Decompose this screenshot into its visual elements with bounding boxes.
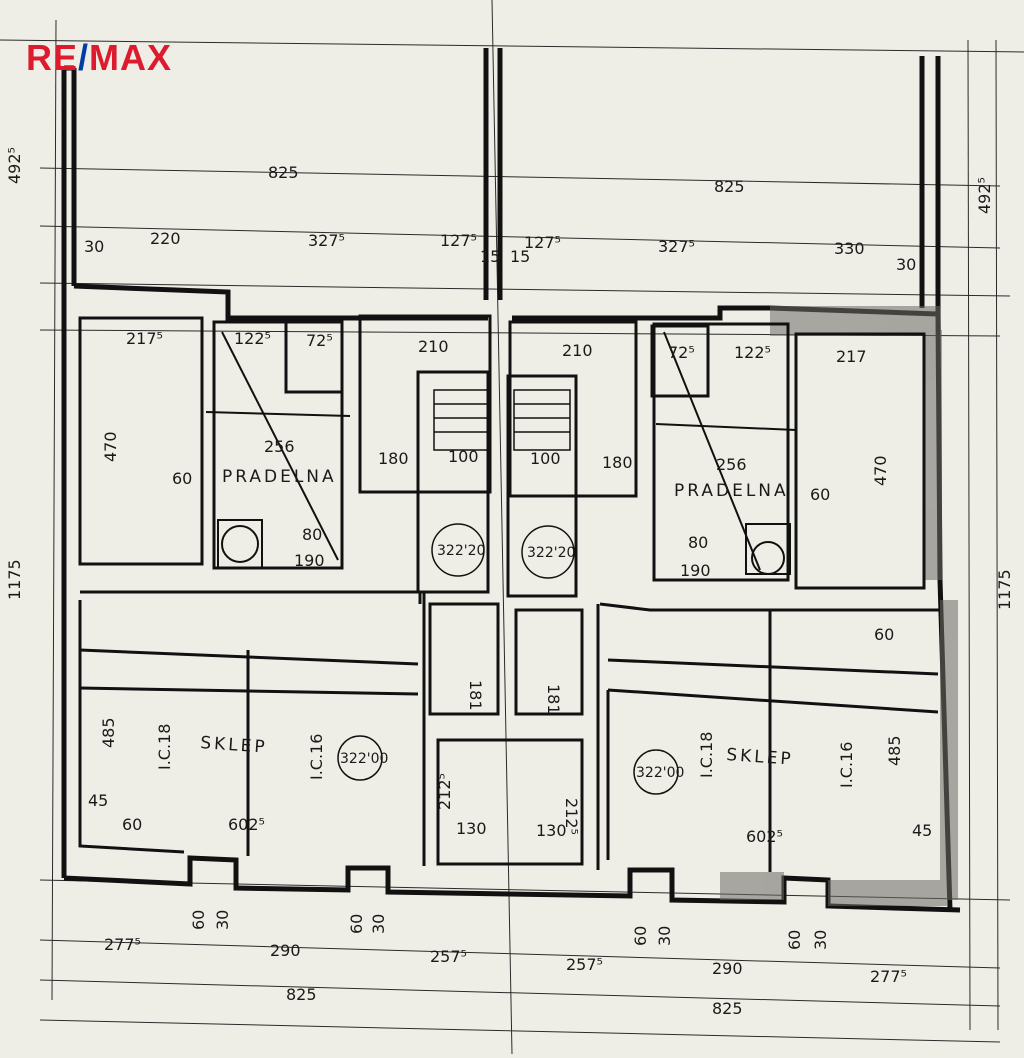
marking-ic: I.C.16 (307, 734, 326, 780)
dimension-label: 825 (286, 985, 317, 1004)
dimension-label: 72⁵ (306, 331, 333, 350)
stairs (433, 389, 571, 451)
dimension-label: 602⁵ (746, 827, 783, 846)
dimension-label: 470 (101, 431, 120, 462)
dimension-label: 15 (480, 247, 500, 266)
dimension-label: 825 (714, 177, 745, 196)
dimension-label: 485 (99, 717, 118, 748)
dimension-label: 220 (150, 229, 181, 248)
dimension-label: 256 (264, 437, 295, 456)
dimension-label: 122⁵ (234, 329, 271, 348)
dimension-label: 210 (418, 337, 449, 356)
dimension-label: 130 (536, 821, 567, 840)
level-markers (337, 523, 679, 795)
dimension-label: 60 (189, 910, 208, 930)
dimension-label: 45 (88, 791, 108, 810)
dimension-label: 330 (834, 239, 865, 258)
level-label: 322'20 (437, 543, 485, 559)
dimension-label: 30 (84, 237, 104, 256)
room-label-laundry-right: PRADELNA (674, 481, 789, 501)
dimension-label: 60 (347, 914, 366, 934)
room-label-cellar-left: SKLEP (200, 733, 269, 758)
level-label: 322'00 (340, 751, 388, 767)
dimension-label: 181 (466, 680, 485, 711)
dimension-label: 190 (294, 551, 325, 570)
dimension-label: 127⁵ (524, 233, 561, 252)
dimension-label: 30 (213, 910, 232, 930)
marking-ic: I.C.18 (697, 732, 716, 778)
interior-walls (78, 314, 940, 872)
dimension-label: 60 (874, 625, 894, 644)
dimension-label: 180 (378, 449, 409, 468)
room-label-cellar-right: SKLEP (726, 745, 795, 770)
dimension-label: 290 (270, 941, 301, 960)
dimension-label: 217⁵ (126, 329, 163, 348)
dimension-label: 45 (912, 821, 932, 840)
dimension-label: 290 (712, 959, 743, 978)
dimension-label: 60 (810, 485, 830, 504)
dimension-label: 60 (631, 926, 650, 946)
dimension-label: 190 (680, 561, 711, 580)
dimension-label: 257⁵ (566, 955, 603, 974)
dimension-label: 257⁵ (430, 947, 467, 966)
room-label-laundry-left: PRADELNA (222, 467, 337, 487)
dimension-label: 130 (456, 819, 487, 838)
dimension-label: 825 (268, 163, 299, 182)
dimension-label: 60 (172, 469, 192, 488)
dimension-label: 80 (688, 533, 708, 552)
dimension-label: 100 (530, 449, 561, 468)
dimension-label: 277⁵ (870, 967, 907, 986)
dimension-label: 327⁵ (308, 231, 345, 250)
marking-ic: I.C.18 (155, 724, 174, 770)
dimension-label: 100 (448, 447, 479, 466)
dimension-label: 80 (302, 525, 322, 544)
dimension-label: 1175 (5, 559, 24, 600)
dimension-label: 60 (785, 930, 804, 950)
dimension-label: 1175 (995, 569, 1014, 610)
dimension-label: 122⁵ (734, 343, 771, 362)
dimension-label: 485 (885, 735, 904, 766)
dimension-label: 180 (602, 453, 633, 472)
dimension-label: 30 (811, 930, 830, 950)
dimension-label: 256 (716, 455, 747, 474)
dimension-label: 127⁵ (440, 231, 477, 250)
dimension-label: 212⁵ (562, 798, 581, 835)
dimension-label: 825 (712, 999, 743, 1018)
dimension-label: 217 (836, 347, 867, 366)
dimension-label: 492⁵ (975, 177, 994, 214)
dimension-label: 30 (369, 914, 388, 934)
dimension-label: 470 (871, 455, 890, 486)
dimension-label: 210 (562, 341, 593, 360)
dimension-label: 181 (544, 684, 563, 715)
level-label: 322'00 (636, 765, 684, 781)
fixtures (205, 331, 797, 575)
dimension-label: 602⁵ (228, 815, 265, 834)
dimension-label: 15 (510, 247, 530, 266)
dimension-label: 277⁵ (104, 935, 141, 954)
dimension-label: 212⁵ (435, 773, 454, 810)
remax-logo: RE/MAX (26, 37, 173, 78)
dimension-label: 30 (896, 255, 916, 274)
dimension-label: 72⁵ (668, 343, 695, 362)
level-label: 322'20 (527, 545, 575, 561)
wall-texture (720, 306, 958, 906)
marking-ic: I.C.16 (837, 742, 856, 788)
dimension-label: 492⁵ (5, 147, 24, 184)
dimension-label: 60 (122, 815, 142, 834)
dimension-label: 30 (655, 926, 674, 946)
dimension-label: 327⁵ (658, 237, 695, 256)
